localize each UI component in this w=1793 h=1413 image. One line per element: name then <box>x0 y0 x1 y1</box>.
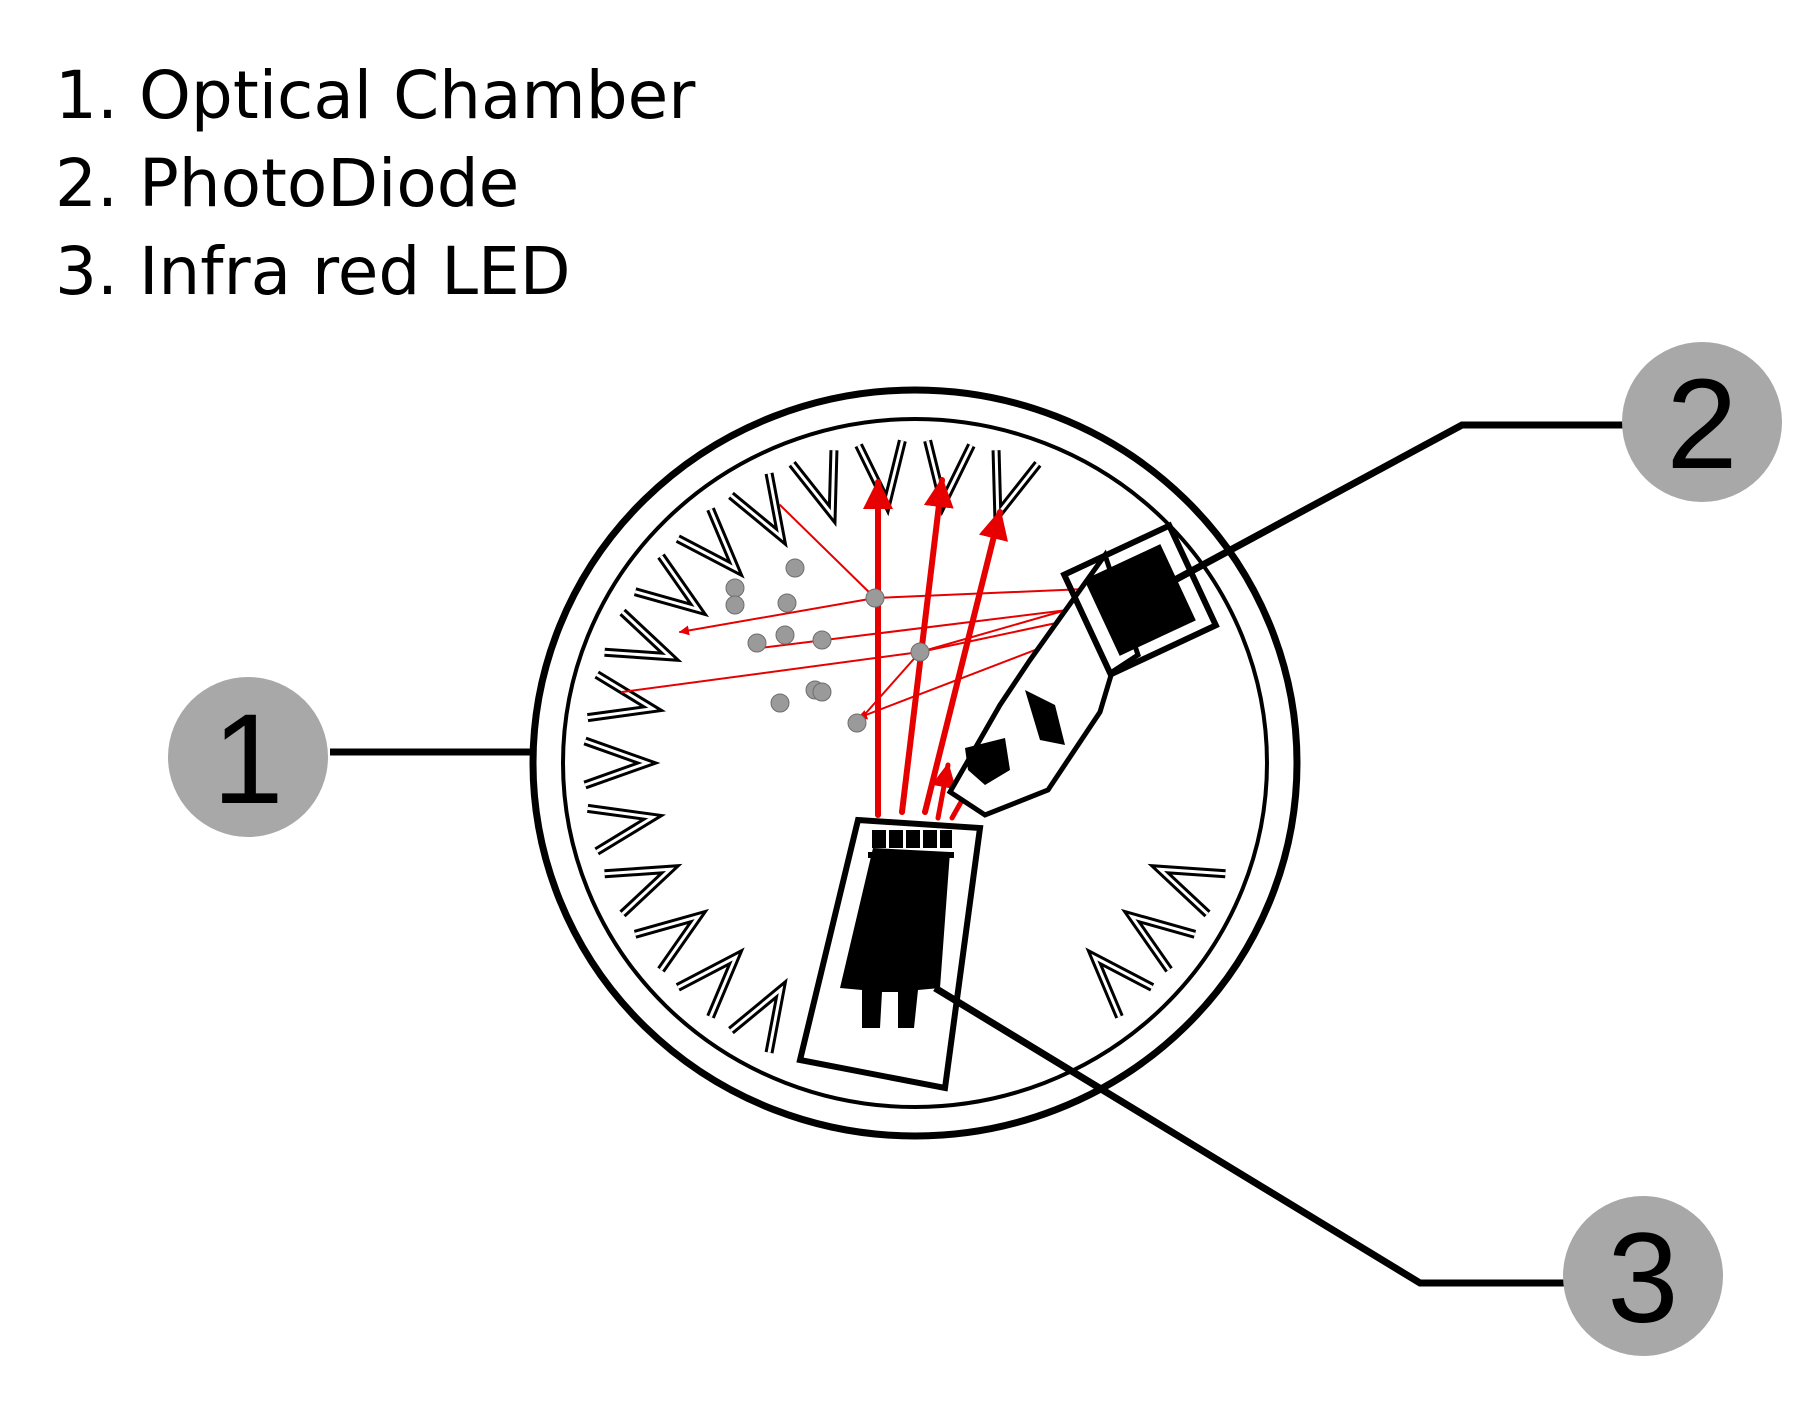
labyrinth-chevron-highlight <box>587 673 658 720</box>
smoke-particle <box>910 642 930 662</box>
smoke-particle <box>725 595 745 615</box>
light-ray <box>922 509 1009 815</box>
legend-item-photodiode: 2. PhotoDiode <box>55 140 695 228</box>
leader-lines <box>330 421 1625 1287</box>
labyrinth-chevron-highlight <box>634 555 702 612</box>
labyrinth-chevron-highlight <box>1128 914 1196 971</box>
legend-number: 1. <box>55 57 118 134</box>
labyrinth-chevron-highlight <box>604 610 675 659</box>
smoke-particle <box>725 578 745 598</box>
labyrinth-chevron-highlight <box>604 867 675 916</box>
callout-circle <box>1622 342 1782 502</box>
photodiode-frame <box>1060 521 1220 679</box>
scattered-ray <box>621 651 921 693</box>
optical-chamber-inner-ring <box>561 417 1269 1109</box>
callout-number: 2 <box>1666 353 1737 496</box>
photodiode-lens-shape <box>965 738 1010 785</box>
legend-label: PhotoDiode <box>138 145 520 222</box>
smoke-particle <box>812 682 832 702</box>
led-body <box>840 848 950 1028</box>
legend-item-optical-chamber: 1. Optical Chamber <box>55 52 695 140</box>
smoke-particle <box>812 630 832 650</box>
labyrinth-baffles <box>583 439 1226 1054</box>
led-emitter-grid <box>868 830 954 858</box>
smoke-particle <box>747 633 767 653</box>
callout-1: 1 <box>168 677 328 837</box>
scattered-ray <box>857 651 921 723</box>
callout-3: 3 <box>1563 1196 1723 1356</box>
labyrinth-chevron-highlight <box>677 953 739 1018</box>
leader-line-3 <box>933 985 1570 1287</box>
labyrinth-chevron-highlight <box>790 450 836 519</box>
smoke-particle <box>775 625 795 645</box>
legend: 1. Optical Chamber 2. PhotoDiode 3. Infr… <box>55 52 695 316</box>
callout-number: 3 <box>1607 1207 1678 1350</box>
legend-item-infrared-led: 3. Infra red LED <box>55 228 695 316</box>
labyrinth-chevron-highlight <box>587 806 658 853</box>
legend-label: Optical Chamber <box>138 57 696 134</box>
smoke-particles <box>725 558 930 733</box>
scattered-ray <box>679 597 876 636</box>
callout-2: 2 <box>1622 342 1782 502</box>
infrared-led <box>796 816 984 1092</box>
labyrinth-chevron-highlight <box>729 473 784 541</box>
smoke-particle <box>865 588 885 608</box>
photodiode <box>946 521 1220 818</box>
legend-label: Infra red LED <box>138 233 571 310</box>
smoke-particle <box>785 558 805 578</box>
smoke-particle <box>847 713 867 733</box>
leader-line-2 <box>1158 421 1625 592</box>
labyrinth-chevron-highlight <box>584 739 652 787</box>
labyrinth-chevron-highlight <box>1155 867 1226 916</box>
callout-circle <box>168 677 328 837</box>
labyrinth-chevron-highlight <box>677 508 739 573</box>
callout-number: 1 <box>212 688 283 831</box>
photodiode-body <box>1084 544 1196 656</box>
smoke-particle <box>770 693 790 713</box>
callout-circle <box>1563 1196 1723 1356</box>
photodiode-lens-shape <box>1025 690 1065 745</box>
scattered-ray <box>779 504 876 599</box>
labyrinth-chevron-highlight <box>729 985 784 1053</box>
labyrinth-chevron-highlight <box>1091 953 1153 1018</box>
smoke-particle <box>777 593 797 613</box>
labyrinth-chevron-highlight <box>634 914 702 971</box>
legend-number: 3. <box>55 233 118 310</box>
light-ray <box>931 762 957 821</box>
legend-number: 2. <box>55 145 118 222</box>
